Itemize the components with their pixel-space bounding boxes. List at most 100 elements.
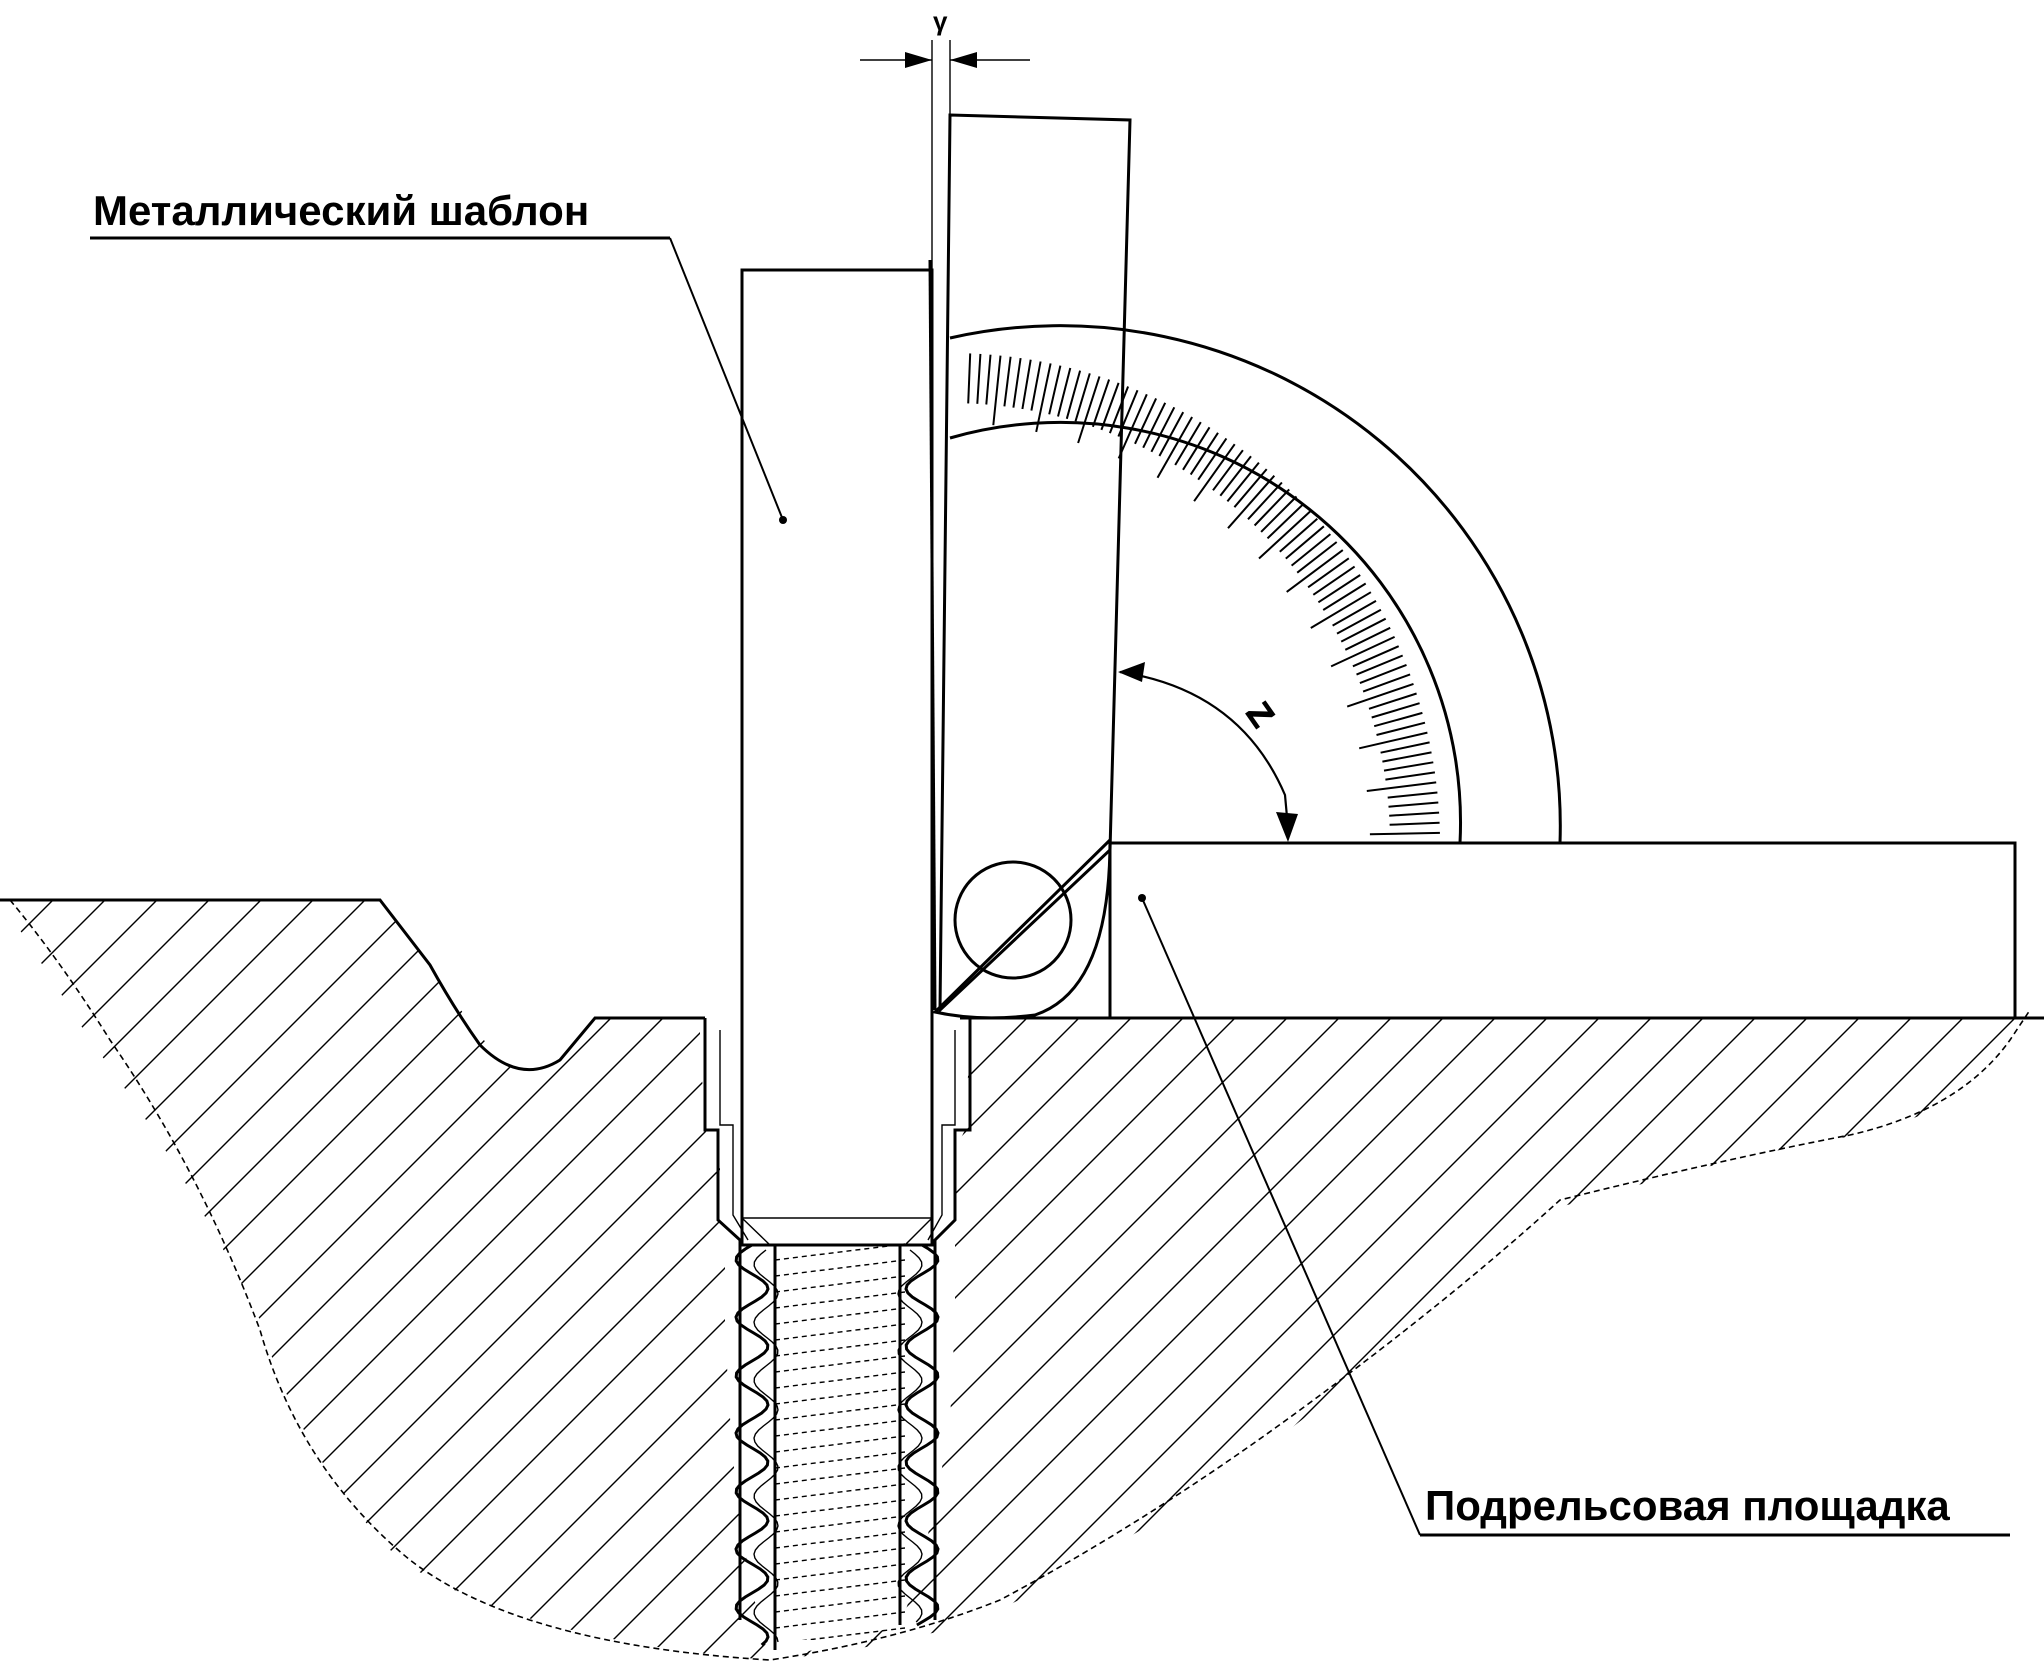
hatch-line bbox=[0, 900, 609, 1660]
hatch-line bbox=[119, 900, 921, 1660]
scale-tick bbox=[1150, 406, 1176, 453]
scale-tick bbox=[1286, 549, 1344, 593]
scale-tick bbox=[1310, 591, 1372, 629]
scale-tick bbox=[1193, 443, 1236, 502]
scale-tick bbox=[1376, 721, 1426, 736]
scale-tick bbox=[1091, 379, 1111, 428]
thread-line bbox=[775, 1451, 905, 1469]
leader-pad: Подрельсовая площадка bbox=[1141, 897, 2010, 1537]
protractor-blade bbox=[928, 113, 1132, 1014]
thread-line bbox=[775, 1371, 905, 1389]
hatch-line bbox=[1471, 900, 2030, 1660]
scale-tick bbox=[1077, 376, 1101, 444]
hatch-line bbox=[0, 900, 765, 1660]
thread-line bbox=[775, 1547, 905, 1565]
hatch-line bbox=[0, 900, 713, 1660]
hatch-line bbox=[0, 900, 557, 1660]
hatch-line bbox=[1679, 900, 2030, 1660]
hatch-line bbox=[743, 900, 1545, 1660]
scale-tick bbox=[1368, 692, 1417, 710]
scale-tick bbox=[1117, 389, 1139, 437]
hatch-line bbox=[275, 900, 1077, 1660]
scale-tick bbox=[1253, 488, 1290, 527]
thread-line bbox=[775, 1307, 905, 1325]
hatch-line bbox=[1783, 900, 2030, 1660]
thread-line bbox=[775, 1243, 905, 1261]
scale-tick bbox=[1100, 382, 1120, 431]
scale-tick bbox=[1156, 416, 1193, 479]
hatch-line bbox=[15, 900, 817, 1660]
thread-line bbox=[775, 1259, 905, 1277]
thread-line bbox=[775, 1275, 905, 1293]
thread-line bbox=[775, 1467, 905, 1485]
thread-line bbox=[775, 1387, 905, 1405]
hatch-line bbox=[0, 900, 37, 1660]
scale-tick bbox=[1373, 711, 1423, 728]
gamma-label: γ bbox=[933, 6, 948, 36]
scale-tick bbox=[1260, 495, 1298, 533]
scale-tick bbox=[1258, 510, 1312, 560]
scale-tick bbox=[1057, 367, 1072, 417]
hatch-line bbox=[0, 900, 349, 1660]
hatch-line bbox=[1835, 900, 2030, 1660]
hatch-line bbox=[1887, 900, 2030, 1660]
scale-tick bbox=[1317, 574, 1361, 604]
scale-tick bbox=[1389, 811, 1440, 817]
scale-tick bbox=[1030, 361, 1042, 411]
hatch-line bbox=[1159, 900, 1961, 1660]
thread-line bbox=[775, 1644, 905, 1660]
hatch-line bbox=[171, 900, 973, 1660]
label-metal-template: Металлический шаблон bbox=[93, 187, 589, 234]
scale-tick bbox=[976, 353, 982, 404]
thread-line bbox=[775, 1515, 905, 1533]
scale-tick bbox=[1346, 682, 1414, 708]
hatch-line bbox=[899, 900, 1701, 1660]
scale-tick bbox=[1362, 673, 1411, 693]
hatch-line bbox=[483, 900, 1285, 1660]
scale-tick bbox=[1336, 608, 1382, 635]
scale-tick bbox=[1383, 761, 1434, 772]
hatch-line bbox=[379, 900, 1181, 1660]
scale-tick bbox=[1385, 771, 1436, 781]
protractor-scale bbox=[949, 324, 1562, 844]
scale-tick bbox=[1182, 426, 1211, 471]
scale-tick bbox=[1380, 741, 1430, 754]
hatch-line bbox=[1419, 900, 2030, 1660]
thread-line bbox=[775, 1579, 905, 1597]
hatch-line bbox=[0, 900, 297, 1660]
base-plate bbox=[1108, 841, 2017, 1020]
hatch-line bbox=[327, 900, 1129, 1660]
scale-tick bbox=[1330, 635, 1396, 668]
hatch-line bbox=[431, 900, 1233, 1660]
hatch-line bbox=[0, 900, 245, 1660]
hatch-line bbox=[1263, 900, 2030, 1660]
scale-tick bbox=[1285, 525, 1325, 560]
scale-tick bbox=[1142, 402, 1167, 449]
scale-tick bbox=[1048, 365, 1062, 415]
scale-tick bbox=[1266, 503, 1305, 540]
scale-tick bbox=[1021, 359, 1032, 410]
thread-line bbox=[775, 1403, 905, 1421]
hatch-line bbox=[0, 900, 661, 1660]
thread-line bbox=[775, 1499, 905, 1517]
scale-tick bbox=[1074, 373, 1091, 422]
threaded-sleeve bbox=[734, 1243, 940, 1647]
scale-tick bbox=[1322, 582, 1367, 611]
hatch-line bbox=[691, 900, 1493, 1660]
label-rail-pad: Подрельсовая площадка bbox=[1425, 1482, 1950, 1529]
scale-tick bbox=[1352, 645, 1400, 668]
thread-line bbox=[775, 1355, 905, 1373]
hatch-line bbox=[1003, 900, 1805, 1660]
hatch-line bbox=[1055, 900, 1857, 1660]
thread-line bbox=[775, 1595, 905, 1613]
scale-tick bbox=[1307, 557, 1350, 589]
scale-tick bbox=[985, 354, 992, 405]
scale-tick bbox=[1174, 421, 1202, 466]
anchor-hole bbox=[703, 1018, 972, 1620]
concrete-sleeper-section bbox=[0, 898, 2044, 1661]
hatch-line bbox=[587, 900, 1389, 1660]
scale-tick bbox=[1382, 751, 1432, 763]
scale-tick bbox=[1247, 481, 1283, 520]
angle-z-indicator: z bbox=[1118, 662, 1298, 842]
